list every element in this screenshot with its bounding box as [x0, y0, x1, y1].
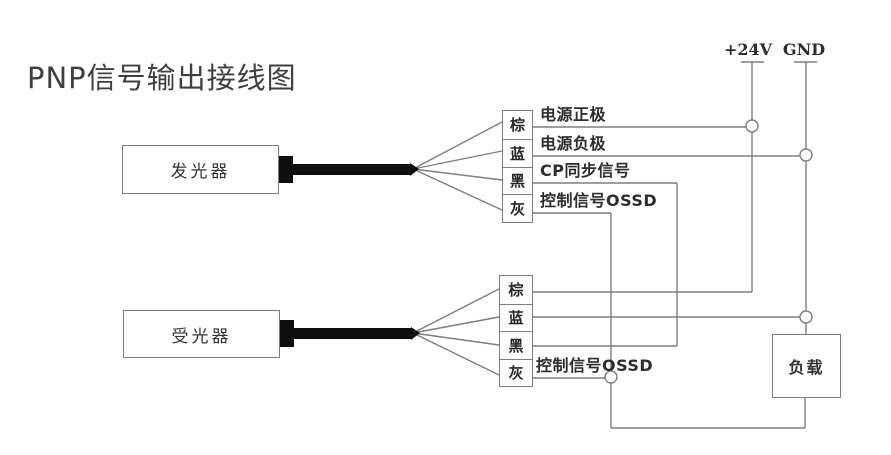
emitter-cable	[292, 164, 410, 175]
emitter-box: 发光器	[122, 145, 279, 194]
receiver-terminal-black: 黑	[500, 331, 532, 359]
wire-label-ossd-emitter: 控制信号OSSD	[540, 191, 658, 210]
receiver-box: 受光器	[123, 310, 280, 358]
emitter-fan-line-4	[412, 168, 503, 211]
rail-label-gnd: GND	[782, 40, 826, 59]
receiver-label: 受光器	[171, 326, 232, 347]
receiver-fan-line-1	[412, 288, 500, 334]
emitter-terminal-black: 黑	[503, 166, 532, 195]
receiver-terminal-brown: 棕	[508, 281, 524, 300]
receiver-cable	[293, 328, 411, 339]
junction-circle-24v-emitter	[745, 119, 759, 133]
receiver-cable-connector	[279, 320, 294, 347]
wire-label-ossd-receiver: 控制信号OSSD	[536, 356, 654, 375]
junction-circle-gnd-emitter	[799, 148, 813, 162]
wire-label-cp-sync: CP同步信号	[540, 161, 631, 180]
emitter-cable-connector	[278, 156, 293, 183]
load-label: 负载	[788, 358, 825, 377]
emitter-fan-line-2	[412, 150, 503, 170]
emitter-terminal-block: 棕 蓝 黑 灰	[502, 110, 533, 223]
junction-circle-ossd-receiver	[604, 370, 618, 384]
receiver-terminal-gray: 灰	[500, 358, 532, 387]
page-title: PNP信号输出接线图	[27, 61, 297, 95]
rail-label-24v: +24V	[724, 40, 773, 59]
receiver-terminal-block: 棕 蓝 黑 灰	[499, 275, 533, 387]
wire-label-power-negative: 电源负极	[540, 134, 607, 153]
receiver-fan-line-2	[412, 316, 500, 334]
emitter-fan-line-1	[412, 121, 503, 170]
emitter-fan-line-3	[412, 168, 503, 181]
emitter-terminal-gray: 灰	[503, 194, 532, 222]
emitter-label: 发光器	[170, 162, 231, 182]
wire-label-power-positive: 电源正极	[540, 105, 607, 124]
load-box: 负载	[772, 334, 841, 398]
emitter-terminal-blue: 蓝	[503, 138, 532, 167]
receiver-fan-line-4	[412, 332, 500, 376]
junction-circle-gnd-receiver	[799, 310, 813, 324]
emitter-cable-tip	[410, 163, 419, 176]
receiver-fan-line-3	[412, 332, 500, 346]
receiver-cable-tip	[411, 327, 420, 340]
receiver-terminal-blue: 蓝	[500, 303, 532, 332]
emitter-terminal-brown: 棕	[509, 116, 525, 135]
